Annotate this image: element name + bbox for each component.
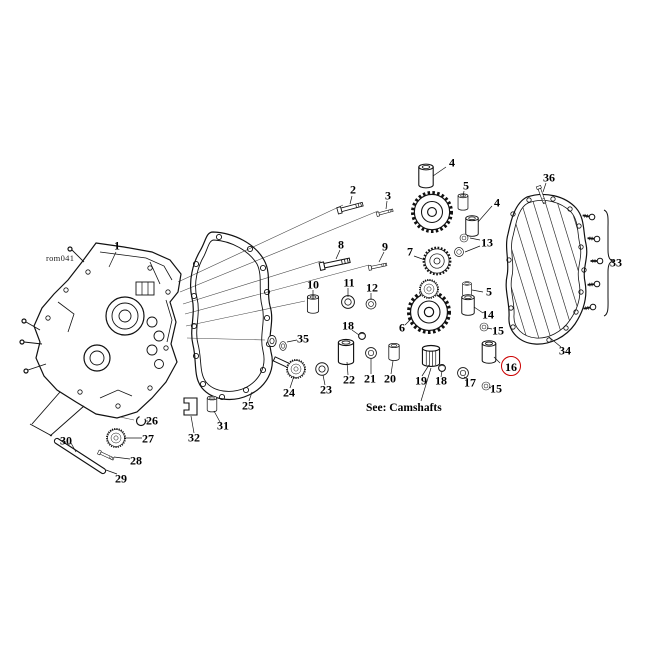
part-label-18: 18 <box>342 318 354 333</box>
part-11-washer <box>341 295 355 309</box>
part-18b-ball <box>438 364 446 372</box>
part-label-12: 12 <box>366 280 378 295</box>
leader-lines <box>70 166 562 475</box>
part-label-32: 32 <box>188 430 200 445</box>
part-label-7: 7 <box>407 244 413 259</box>
part-label-5: 5 <box>463 178 469 193</box>
part-label-4: 4 <box>449 155 455 170</box>
screw-33-5 <box>582 302 598 313</box>
part-label-15: 15 <box>492 323 504 338</box>
part-label-16: 16 <box>501 356 521 376</box>
part-label-30: 30 <box>60 433 72 448</box>
part-28-bolt <box>97 449 115 462</box>
part-4-bushing <box>418 163 434 189</box>
part-label-28: 28 <box>130 453 142 468</box>
part-label-21: 21 <box>364 371 376 386</box>
part-label-13: 13 <box>481 235 493 250</box>
part-label-15b: 15 <box>490 381 502 396</box>
camshaft-note-leader <box>420 367 432 402</box>
part-15b-washer <box>481 381 491 391</box>
part-label-20: 20 <box>384 371 396 386</box>
part-8-bolt <box>318 256 352 271</box>
camshaft-note: See: Camshafts <box>366 402 442 414</box>
part-5b-bushing <box>462 281 472 297</box>
assembly-axis-lines <box>119 204 379 421</box>
part-label-2: 2 <box>350 182 356 197</box>
part-13-washer-b <box>454 247 464 257</box>
part-27-gear <box>105 427 127 449</box>
part-label-23: 23 <box>320 382 332 397</box>
part-14-bushing <box>461 294 475 316</box>
part-label-4b: 4 <box>494 195 500 210</box>
part-label-36: 36 <box>543 170 555 185</box>
part-21-washer <box>365 347 377 359</box>
breather-gear <box>409 189 455 235</box>
gear-train-drawing <box>405 163 455 367</box>
screw-33-2 <box>586 234 601 243</box>
idler-gear-7 <box>421 245 453 277</box>
part-35-washer-b <box>279 341 287 351</box>
part-3-bolt <box>375 207 394 217</box>
part-24-gear-shaft <box>272 356 307 380</box>
fastener-bolts <box>318 200 394 271</box>
part-label-14: 14 <box>482 307 494 322</box>
part-label-27: 27 <box>142 431 154 446</box>
drawing-code: rom041 <box>46 253 75 263</box>
part-label-11: 11 <box>343 275 355 290</box>
cam-gear-hub <box>418 278 440 300</box>
part-9-bolt <box>367 261 388 271</box>
part-label-8: 8 <box>338 237 344 252</box>
part-label-31: 31 <box>217 418 229 433</box>
part-35-washer-a <box>267 334 277 348</box>
part-label-34: 34 <box>559 343 571 358</box>
part-16-bushing <box>481 340 497 364</box>
screw-33-4 <box>586 280 601 289</box>
part-label-6: 6 <box>399 320 405 335</box>
part-label-22: 22 <box>343 372 355 387</box>
small-parts <box>183 193 497 416</box>
part-4b-bushing <box>465 215 479 237</box>
part-label-1: 1 <box>114 238 120 253</box>
part-13-washer-a <box>459 233 469 243</box>
part-label-19: 19 <box>415 373 427 388</box>
part-18-ball <box>358 332 366 340</box>
part-29-shaft <box>53 437 107 475</box>
part-label-5b: 5 <box>486 284 492 299</box>
crankcase-drawing <box>19 242 182 437</box>
screw-33-1 <box>581 211 597 222</box>
part-label-33: 33 <box>610 255 622 270</box>
part-label-25: 25 <box>242 398 254 413</box>
part-20-bushing <box>388 343 400 361</box>
screw-33-3 <box>589 257 604 265</box>
part-12-washer <box>365 298 377 310</box>
part-label-18b: 18 <box>435 373 447 388</box>
part-23-washer <box>315 362 329 376</box>
part-label-35: 35 <box>297 331 309 346</box>
part-label-24: 24 <box>283 385 295 400</box>
pinion-gear-19 <box>421 344 441 367</box>
part-32-retainer <box>183 397 198 416</box>
bracket-33 <box>603 209 615 317</box>
part-22-roller <box>337 338 355 366</box>
part-label-29: 29 <box>115 471 127 486</box>
oil-pump-parts <box>53 415 147 475</box>
part-26-circlip <box>135 415 147 427</box>
part-15-washer <box>479 322 489 332</box>
part-31-guide <box>206 395 218 413</box>
part-label-9: 9 <box>382 239 388 254</box>
cover-screws-33 <box>581 209 615 317</box>
part-label-17: 17 <box>464 375 476 390</box>
part-label-3: 3 <box>385 188 391 203</box>
part-label-10: 10 <box>307 277 319 292</box>
part-label-26: 26 <box>146 413 158 428</box>
gasket-drawing <box>189 231 273 401</box>
